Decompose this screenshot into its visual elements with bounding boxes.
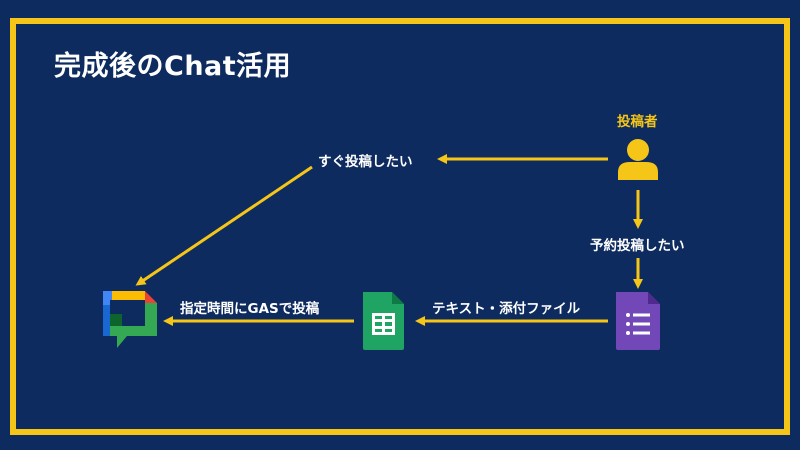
slide-title: 完成後のChat活用 <box>54 51 292 82</box>
google-chat-icon <box>103 291 157 348</box>
arrow-immediate-to-chat <box>135 165 313 286</box>
scheduled-post-label: 予約投稿したい <box>590 238 685 254</box>
form-to-sheet-label: テキスト・添付ファイル <box>432 301 581 317</box>
google-forms-icon <box>616 292 660 350</box>
slide-frame <box>10 18 790 435</box>
google-sheets-icon <box>363 292 404 350</box>
poster-label: 投稿者 <box>617 114 658 130</box>
person-icon <box>618 139 658 180</box>
sheet-to-chat-label: 指定時間にGASで投稿 <box>180 301 320 317</box>
immediate-post-label: すぐ投稿したい <box>318 154 413 170</box>
